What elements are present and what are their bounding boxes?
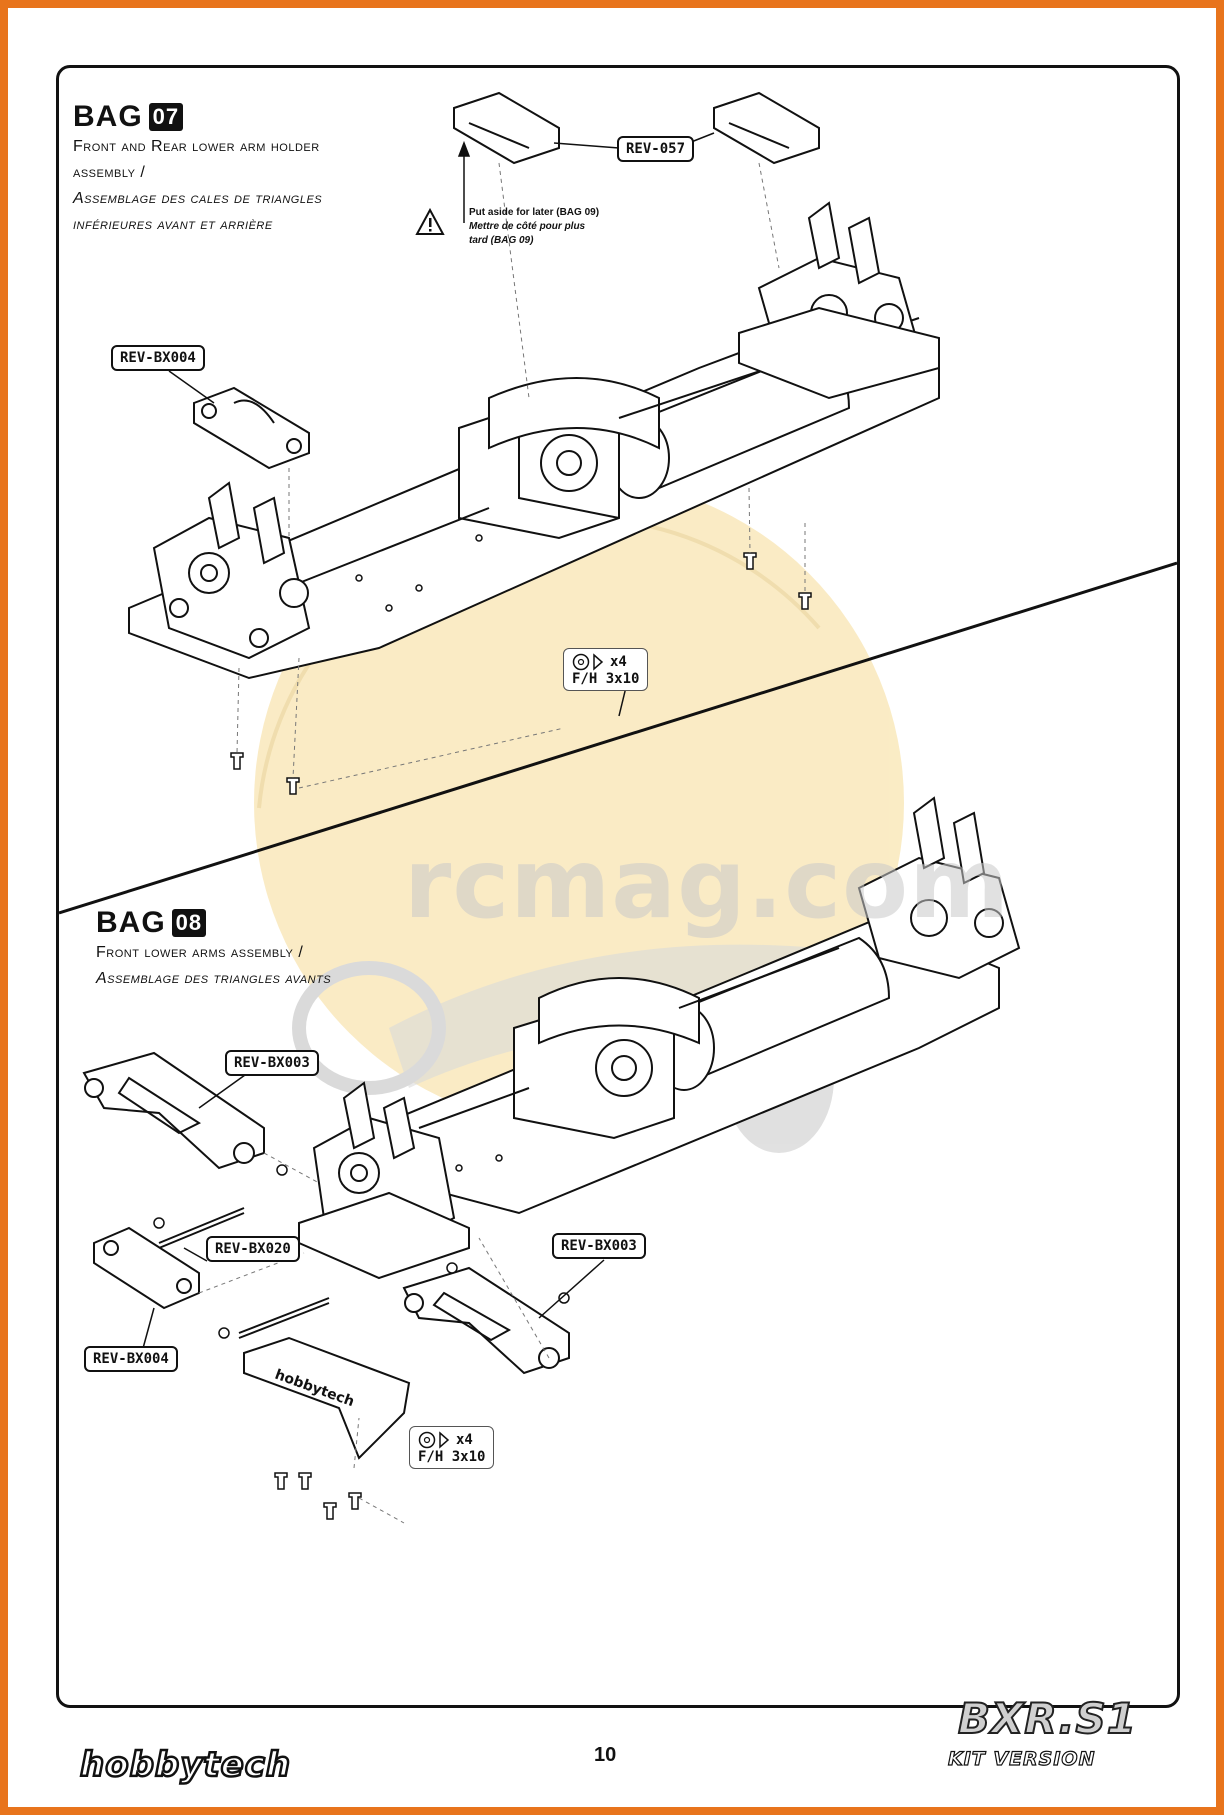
callout-rev-bx003-right: REV-BX003 bbox=[552, 1233, 646, 1259]
assembly-illustration: hobbytech bbox=[59, 91, 1177, 1524]
flat-head-screw-icon bbox=[572, 653, 604, 671]
callout-rev-bx004-top: REV-BX004 bbox=[111, 345, 205, 371]
kit-version-label: KIT VERSION bbox=[947, 1747, 1096, 1770]
bag08-title-fr: Assemblage des triangles avants bbox=[96, 970, 332, 987]
hardware-box-bag08: x4 F/H 3x10 bbox=[409, 1426, 495, 1469]
flat-head-screw-icon bbox=[418, 1431, 450, 1449]
hardware-box-bag07: x4 F/H 3x10 bbox=[563, 648, 649, 691]
callout-rev-057: REV-057 bbox=[617, 136, 695, 162]
put-aside-en: Put aside for later (BAG 09) bbox=[469, 207, 600, 218]
bag08-title-en: Front lower arms assembly / bbox=[96, 944, 304, 961]
hobbytech-logo: hobbytech bbox=[79, 1744, 292, 1787]
section-divider bbox=[59, 561, 1177, 915]
model-name: BXR.S1 bbox=[957, 1693, 1137, 1744]
callout-rev-bx003-left: REV-BX003 bbox=[225, 1050, 319, 1076]
bag07-header: BAG 07 Front and Rear lower arm holder a… bbox=[73, 100, 322, 238]
bag08-number: 08 bbox=[171, 909, 207, 937]
bag08-header: BAG 08 Front lower arms assembly / Assem… bbox=[96, 906, 331, 992]
callout-rev-bx004-bottom: REV-BX004 bbox=[84, 1346, 178, 1372]
hardware-size: F/H 3x10 bbox=[572, 671, 640, 687]
callout-rev-bx020: REV-BX020 bbox=[206, 1236, 300, 1262]
bag08-title: BAG 08 bbox=[96, 906, 331, 940]
bag07-label: BAG bbox=[73, 100, 143, 133]
bag07-title: BAG 07 bbox=[73, 100, 322, 134]
svg-text:hobbytech: hobbytech bbox=[80, 1745, 291, 1785]
bag07-chassis bbox=[128, 91, 940, 795]
put-aside-fr: Mettre de côté pour plus tard (BAG 09) bbox=[469, 221, 586, 246]
bag08-label: BAG bbox=[96, 906, 166, 939]
watermark-text: rcmag.com bbox=[404, 828, 1011, 940]
instruction-panel: hobbytech bbox=[56, 65, 1180, 1708]
hardware-qty: x4 bbox=[610, 654, 627, 670]
hardware-qty: x4 bbox=[456, 1432, 473, 1448]
bag08-chassis: hobbytech bbox=[82, 796, 1021, 1520]
page-number: 10 bbox=[594, 1744, 617, 1766]
manual-page: hobbytech bbox=[8, 8, 1216, 1807]
bxr-s1-logo: BXR.S1 KIT VERSION bbox=[947, 1684, 1148, 1794]
hardware-size: F/H 3x10 bbox=[418, 1449, 486, 1465]
bag07-number: 07 bbox=[148, 103, 184, 131]
bag07-title-en: Front and Rear lower arm holder assembly… bbox=[73, 138, 320, 181]
put-aside-note: Put aside for later (BAG 09) Mettre de c… bbox=[469, 206, 599, 248]
bag07-title-fr: Assemblage des cales de triangles inféri… bbox=[73, 190, 323, 233]
warning-triangle-icon bbox=[415, 208, 445, 235]
